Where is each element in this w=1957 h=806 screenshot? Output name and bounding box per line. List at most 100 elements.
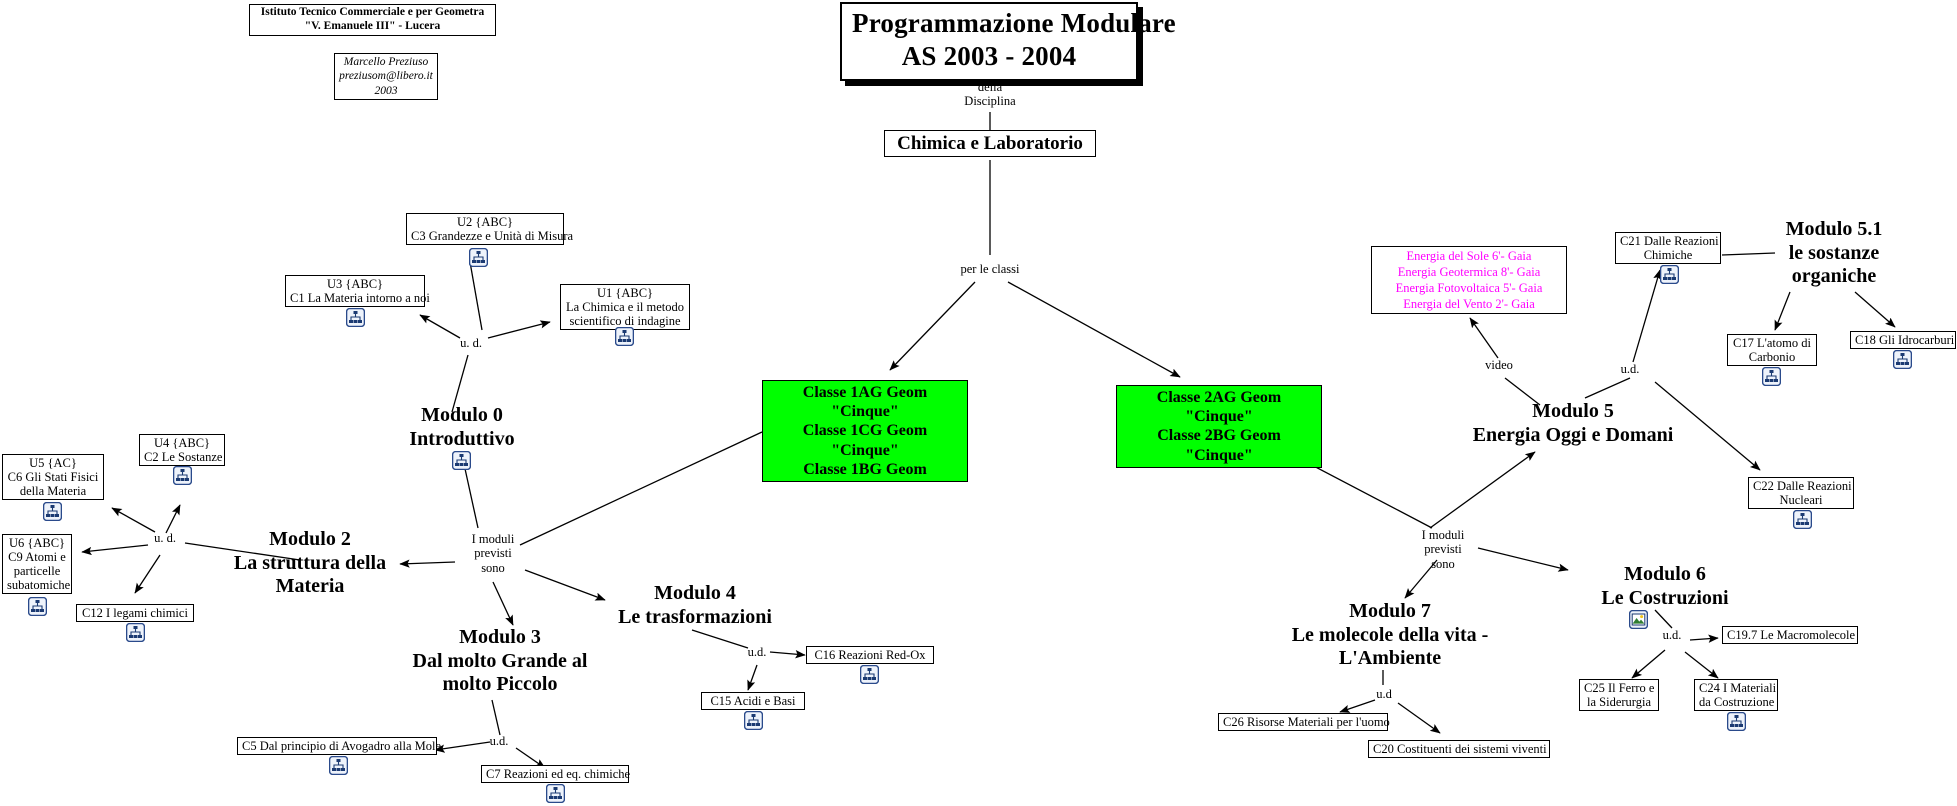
hierarchy-icon[interactable]: [860, 665, 879, 684]
hierarchy-icon[interactable]: [1660, 265, 1679, 284]
u6-line3: particelle: [13, 564, 61, 578]
unit-box-u5[interactable]: U5 {AC} C6 Gli Stati Fisici della Materi…: [2, 454, 104, 500]
unit-box-c15[interactable]: C15 Acidi e Basi: [701, 692, 805, 710]
unit-box-c26[interactable]: C26 Risorse Materiali per l'uomo: [1218, 713, 1390, 731]
energy-line3: Energia Fotovoltaica 5'- Gaia: [1395, 281, 1543, 295]
u2-line2: C3 Grandezze e Unità di Misura: [411, 229, 574, 243]
c7-line1: C7 Reazioni ed eq. chimiche: [486, 767, 631, 781]
unit-box-c17[interactable]: C17 L'atomo di Carbonio: [1727, 334, 1817, 366]
c18-line1: C18 Gli Idrocarburi: [1855, 333, 1955, 347]
unit-box-c19[interactable]: C19.7 Le Macromolecole: [1722, 626, 1858, 644]
energy-line4: Energia del Vento 2'- Gaia: [1403, 297, 1535, 311]
unit-box-c22[interactable]: C22 Dalle Reazioni Nucleari: [1748, 477, 1854, 509]
moduli-left-l1: I moduli: [471, 532, 515, 546]
module-3-label[interactable]: Modulo 3 Dal molto Grande al molto Picco…: [385, 626, 615, 697]
video-label: video: [1485, 358, 1513, 372]
hierarchy-icon[interactable]: [546, 784, 565, 803]
moduli-right-l2: previsti: [1424, 542, 1462, 557]
author-name: Marcello Preziuso: [343, 56, 429, 68]
module-2-line1: Modulo 2: [269, 528, 351, 550]
moduli-left-l3: sono: [481, 560, 505, 575]
hierarchy-icon[interactable]: [126, 623, 145, 642]
unit-box-u1[interactable]: U1 {ABC} La Chimica e il metodo scientif…: [560, 284, 690, 330]
module-5-line1: Modulo 5: [1532, 400, 1614, 422]
ud-label-m5: u.d.: [1620, 362, 1640, 376]
unit-box-c16[interactable]: C16 Reazioni Red-Ox: [806, 646, 934, 664]
module-0-line2: Introduttivo: [409, 427, 515, 450]
u1-line1: U1 {ABC}: [596, 286, 654, 300]
c17-line2: Carbonio: [1748, 350, 1796, 364]
moduli-previsti-left-label: I moduli previsti sono: [450, 532, 536, 575]
discipline-box: Chimica e Laboratorio: [884, 130, 1096, 158]
moduli-right-l1: I moduli: [1421, 528, 1465, 542]
module-5-1-line1: Modulo 5.1: [1785, 218, 1883, 240]
energy-video-box[interactable]: Energia del Sole 6'- Gaia Energia Geoter…: [1371, 246, 1567, 314]
class-1bg: Classe 1BG Geom: [803, 460, 927, 478]
energy-line2: Energia Geotermica 8'- Gaia: [1397, 265, 1541, 279]
disciplina-label: Disciplina: [964, 94, 1016, 109]
hierarchy-icon[interactable]: [43, 502, 62, 521]
hierarchy-icon[interactable]: [744, 711, 763, 730]
hierarchy-icon[interactable]: [469, 248, 488, 267]
hierarchy-icon[interactable]: [346, 308, 365, 327]
unit-box-u6[interactable]: U6 {ABC} C9 Atomi e particelle subatomic…: [2, 534, 72, 594]
c24-line2: da Costruzione: [1699, 695, 1775, 709]
module-0-label[interactable]: Modulo 0 Introduttivo: [372, 404, 552, 451]
unit-box-c25[interactable]: C25 Il Ferro e la Siderurgia: [1579, 679, 1659, 711]
unit-box-c12[interactable]: C12 I legami chimici: [76, 604, 194, 622]
class-2bg: Classe 2BG Geom "Cinque": [1157, 427, 1281, 464]
module-5-label[interactable]: Modulo 5 Energia Oggi e Domani: [1443, 400, 1703, 447]
unit-box-c20[interactable]: C20 Costituenti dei sistemi viventi: [1368, 740, 1550, 758]
c16-line1: C16 Reazioni Red-Ox: [814, 648, 926, 662]
module-4-label[interactable]: Modulo 4 Le trasformazioni: [600, 582, 790, 629]
main-title-line1: Programmazione Modulare: [852, 8, 1176, 38]
unit-box-c7[interactable]: C7 Reazioni ed eq. chimiche: [481, 765, 631, 783]
unit-box-c24[interactable]: C24 I Materiali da Costruzione: [1694, 679, 1778, 711]
module-6-label[interactable]: Modulo 6 Le Costruzioni: [1575, 563, 1755, 610]
module-7-label[interactable]: Modulo 7 Le molecole della vita - L'Ambi…: [1275, 600, 1505, 671]
main-title-line2: AS 2003 - 2004: [901, 40, 1077, 71]
ud-label-m2: u. d.: [154, 531, 176, 545]
image-icon[interactable]: [1629, 610, 1648, 629]
hierarchy-icon[interactable]: [452, 451, 471, 470]
hierarchy-icon[interactable]: [1727, 712, 1746, 731]
module-2-label[interactable]: Modulo 2 La struttura della Materia: [205, 528, 415, 599]
class-group-left[interactable]: Classe 1AG Geom "Cinque" Classe 1CG Geom…: [762, 380, 968, 482]
hierarchy-icon[interactable]: [1893, 350, 1912, 369]
unit-box-c5[interactable]: C5 Dal principio di Avogadro alla Mole: [237, 737, 441, 755]
moduli-right-l3: sono: [1431, 556, 1455, 571]
main-title-box: Programmazione Modulare AS 2003 - 2004: [840, 2, 1176, 81]
c24-line1: C24 I Materiali: [1699, 681, 1777, 695]
c21-line2: Chimiche: [1643, 248, 1693, 262]
module-7-line2: Le molecole della vita -: [1291, 623, 1489, 646]
hierarchy-icon[interactable]: [173, 466, 192, 485]
unit-box-c21[interactable]: C21 Dalle Reazioni Chimiche: [1615, 232, 1721, 264]
ud-label-m7: u.d: [1376, 687, 1392, 701]
per-le-classi-text: per le classi: [960, 262, 1020, 276]
hierarchy-icon[interactable]: [28, 597, 47, 616]
u3-line2: C1 La Materia intorno a noi: [290, 291, 430, 305]
module-2-line2: La struttura della: [233, 551, 387, 574]
class-group-right[interactable]: Classe 2AG Geom "Cinque" Classe 2BG Geom…: [1116, 385, 1322, 468]
hierarchy-icon[interactable]: [1793, 510, 1812, 529]
hierarchy-icon[interactable]: [329, 756, 348, 775]
moduli-left-l2: previsti: [474, 546, 512, 561]
unit-box-u3[interactable]: U3 {ABC} C1 La Materia intorno a noi: [285, 275, 430, 307]
module-5-1-label[interactable]: Modulo 5.1 le sostanze organiche: [1745, 218, 1923, 289]
module-3-line3: molto Piccolo: [442, 673, 558, 696]
u6-line2: C9 Atomi e: [8, 550, 66, 564]
unit-box-u2[interactable]: U2 {ABC} C3 Grandezze e Unità di Misura: [406, 213, 574, 245]
unit-box-u4[interactable]: U4 {ABC} C2 Le Sostanze: [139, 434, 225, 466]
c21-line1: C21 Dalle Reazioni: [1620, 234, 1719, 248]
hierarchy-icon[interactable]: [1762, 367, 1781, 386]
class-1cg: Classe 1CG Geom "Cinque": [802, 422, 928, 459]
class-2ag: Classe 2AG Geom "Cinque": [1156, 389, 1282, 426]
u4-line1: U4 {ABC}: [153, 436, 211, 450]
author-email: preziusom@libero.it: [339, 70, 433, 83]
unit-box-c18[interactable]: C18 Gli Idrocarburi: [1850, 331, 1956, 349]
author-year: 2003: [374, 84, 398, 97]
u4-line2: C2 Le Sostanze: [144, 450, 223, 464]
u6-line4: subatomiche: [7, 578, 71, 592]
hierarchy-icon[interactable]: [615, 327, 634, 346]
